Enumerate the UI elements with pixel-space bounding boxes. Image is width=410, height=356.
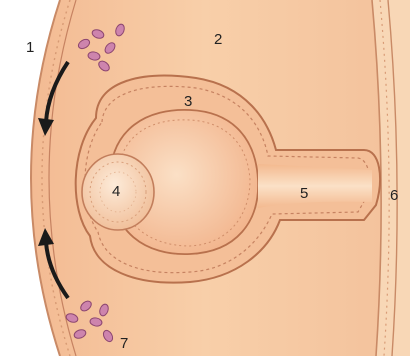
label-6: 6 (390, 187, 398, 204)
label-1: 1 (26, 39, 34, 56)
label-7: 7 (120, 335, 128, 352)
stalk (258, 164, 372, 208)
label-5: 5 (300, 185, 308, 202)
label-3: 3 (184, 93, 192, 110)
label-2: 2 (214, 31, 222, 48)
label-4: 4 (112, 183, 120, 200)
